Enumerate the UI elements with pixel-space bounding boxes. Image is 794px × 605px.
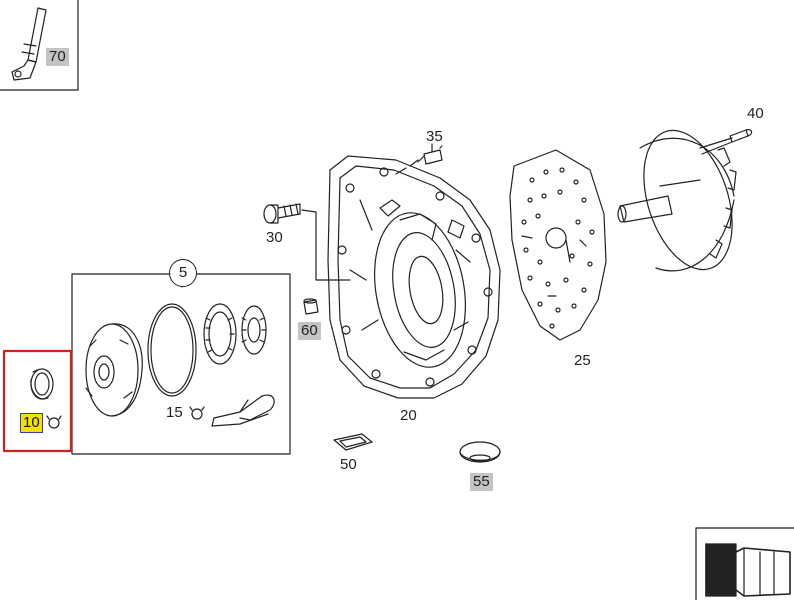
part-label-15[interactable]: 15 xyxy=(166,404,183,421)
part-label-55[interactable]: 55 xyxy=(470,473,493,491)
transmission-outline-drawing xyxy=(705,543,791,597)
pump-seal-ring-drawing[interactable] xyxy=(147,303,197,397)
part-label-25[interactable]: 25 xyxy=(574,352,591,369)
part-label-10-selected[interactable]: 10 xyxy=(20,413,43,433)
group-label-5[interactable]: 5 xyxy=(169,259,197,287)
part-10-symbol xyxy=(46,415,62,429)
part-60-pin-drawing[interactable] xyxy=(303,298,319,315)
highlight-box-part-10 xyxy=(2,349,73,453)
part-label-35[interactable]: 35 xyxy=(426,128,443,145)
part-20-housing-drawing[interactable] xyxy=(327,155,501,399)
pump-gear-inner-drawing[interactable] xyxy=(241,305,267,355)
part-label-20[interactable]: 20 xyxy=(400,407,417,424)
part-15-symbol xyxy=(189,406,205,420)
part-label-70[interactable]: 70 xyxy=(46,48,69,66)
torque-converter-drawing[interactable] xyxy=(617,119,748,281)
part-10-shaft-seal-drawing[interactable] xyxy=(30,368,54,400)
part-label-60[interactable]: 60 xyxy=(298,322,321,340)
part-70-bracket-drawing[interactable] xyxy=(11,7,47,81)
cable-tie-drawing[interactable] xyxy=(211,394,275,427)
part-label-30[interactable]: 30 xyxy=(266,229,283,246)
inset-box-70 xyxy=(0,0,79,91)
part-35-bolt-drawing[interactable] xyxy=(409,143,443,167)
location-thumbnail xyxy=(695,527,794,601)
part-label-40[interactable]: 40 xyxy=(747,105,764,122)
part-label-50[interactable]: 50 xyxy=(340,456,357,473)
part-25-plate-drawing[interactable] xyxy=(509,149,607,341)
part-50-gasket-drawing[interactable] xyxy=(333,433,373,451)
pump-gear-outer-drawing[interactable] xyxy=(203,303,237,365)
leader-lines xyxy=(301,167,407,281)
part-30-bolt-drawing[interactable] xyxy=(263,203,301,224)
oil-pump-body-drawing[interactable] xyxy=(85,323,143,417)
part-55-cover-drawing[interactable] xyxy=(459,441,501,463)
